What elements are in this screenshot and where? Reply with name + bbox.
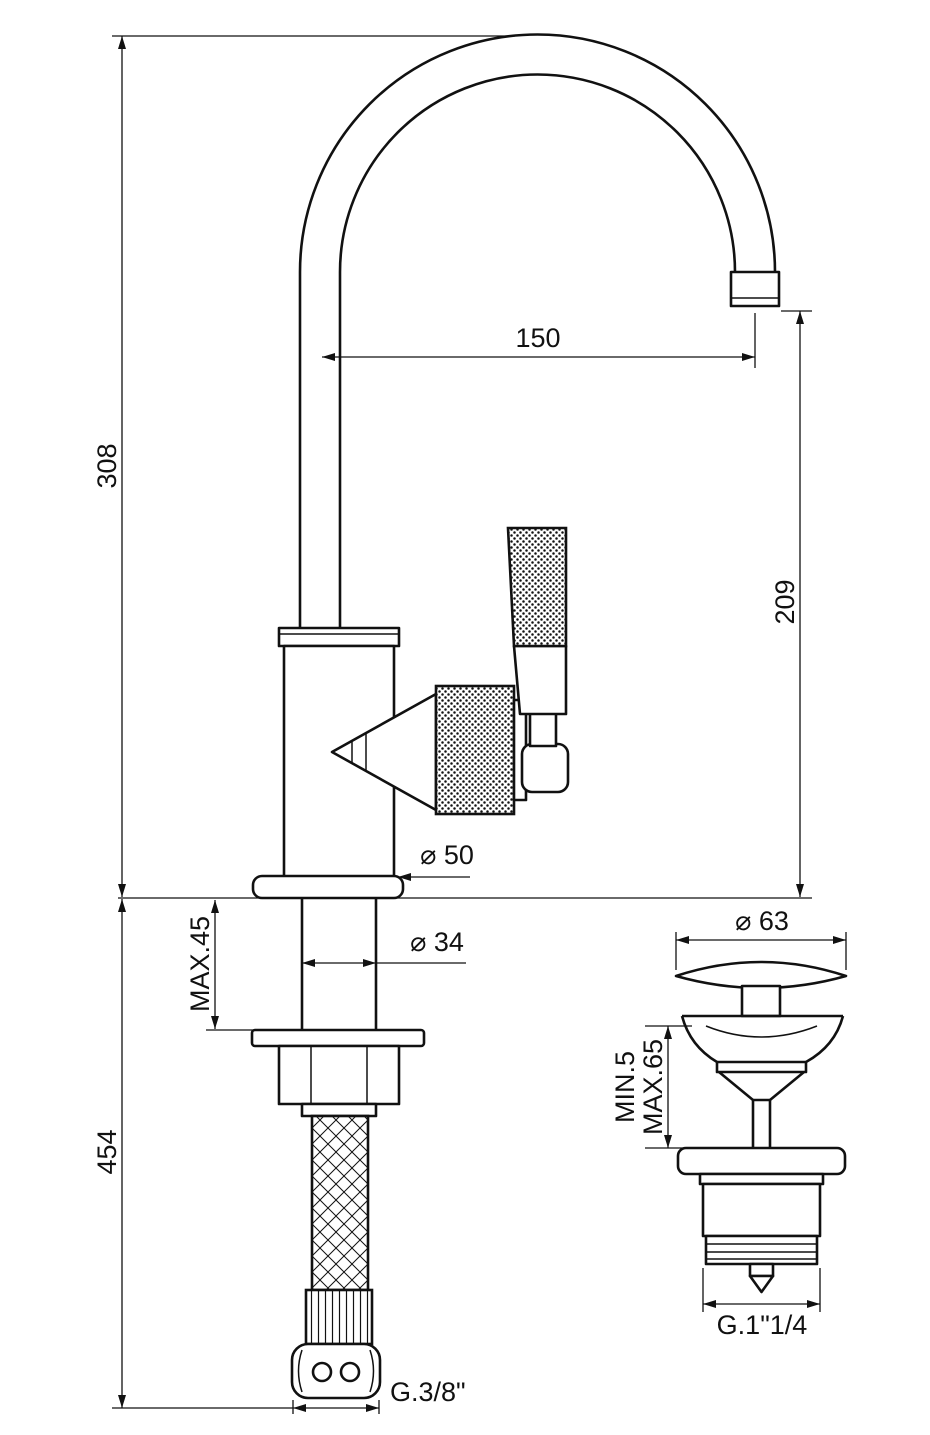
dimension-waste-cap-diameter: ⌀ 63 — [675, 906, 847, 970]
shank-tail — [300, 1102, 378, 1118]
dimension-below-deck-depth: 454 — [92, 899, 293, 1409]
hose-nut-facet — [369, 1349, 375, 1393]
dim-label-waste-thread: G.1"1/4 — [717, 1310, 808, 1340]
handle-lever — [512, 644, 568, 716]
handle-knurled-grip — [506, 526, 568, 648]
clamp-washer — [250, 1028, 426, 1048]
dim-label-shank-diameter: ⌀ 34 — [410, 927, 464, 957]
waste-flange-left-profile — [680, 1015, 718, 1064]
dimension-outlet-height: 209 — [770, 310, 812, 897]
waste-tip — [748, 1262, 775, 1278]
fixing-nut — [277, 1044, 401, 1106]
hose-nut-detail — [311, 1361, 333, 1383]
hose-end-nut — [290, 1342, 382, 1400]
dim-label-waste-clamp-max: MAX.65 — [638, 1039, 668, 1135]
dim-label-waste-cap-diameter: ⌀ 63 — [735, 906, 789, 936]
dimension-waste-clamp-range: MIN.5 MAX.65 — [610, 1025, 692, 1149]
waste-cap — [674, 960, 848, 990]
waste-flange-detail-arc — [705, 1025, 818, 1038]
waste-funnel-line — [718, 1070, 754, 1102]
spout-outer-arc — [298, 33, 777, 630]
body-collar — [277, 626, 401, 648]
dimension-body-diameter: ⌀ 50 — [398, 840, 474, 881]
waste-body — [701, 1182, 822, 1238]
waste-flange-right-profile — [805, 1015, 845, 1064]
waste-tip-point — [748, 1274, 775, 1294]
waste-funnel-line — [769, 1070, 805, 1102]
dimension-supply-thread: G.3/8" — [292, 1377, 466, 1414]
spout-outlet — [729, 270, 781, 308]
dim-label-spout-reach: 150 — [515, 323, 560, 353]
valve-group — [330, 684, 528, 816]
below-deck-group — [250, 898, 426, 1400]
hose-nut-detail — [339, 1361, 361, 1383]
waste-lower-flange — [676, 1146, 847, 1176]
dimension-deck-thickness: MAX.45 — [185, 900, 254, 1031]
waste-threaded-section — [704, 1234, 819, 1266]
dim-label-outlet-height: 209 — [770, 579, 800, 624]
dimension-shank-diameter: ⌀ 34 — [302, 927, 466, 967]
dimension-waste-thread: G.1"1/4 — [702, 1268, 821, 1340]
dimension-spout-reach: 150 — [322, 313, 756, 368]
dim-label-supply-thread: G.3/8" — [390, 1377, 466, 1407]
dimension-height-above-deck: 308 — [92, 35, 515, 897]
hose-ferrule — [304, 1288, 374, 1346]
spout-group — [298, 33, 781, 630]
waste-body-lip — [698, 1172, 825, 1186]
waste-drain-group — [674, 960, 848, 1294]
braided-supply-hose — [310, 1114, 370, 1292]
handle-hub — [520, 742, 570, 794]
dimensions-group: 150 308 209 454 MAX.45 ⌀ 34 — [92, 35, 847, 1414]
dim-label-waste-clamp-min: MIN.5 — [610, 1051, 640, 1123]
handle-neck — [528, 710, 558, 748]
dim-label-deck-thickness: MAX.45 — [185, 916, 215, 1012]
waste-stem — [751, 1098, 772, 1152]
handle-group — [506, 526, 570, 794]
dim-label-body-diameter: ⌀ 50 — [420, 840, 474, 870]
dim-label-below-deck-depth: 454 — [92, 1129, 122, 1174]
waste-band — [715, 1060, 808, 1074]
dim-label-height-above-deck: 308 — [92, 443, 122, 488]
spout-inner-arc — [338, 73, 737, 630]
base-flange — [251, 874, 405, 900]
hose-nut-facet — [297, 1349, 303, 1393]
waste-cap-neck — [740, 984, 782, 1018]
valve-knurled-ring — [434, 684, 516, 816]
